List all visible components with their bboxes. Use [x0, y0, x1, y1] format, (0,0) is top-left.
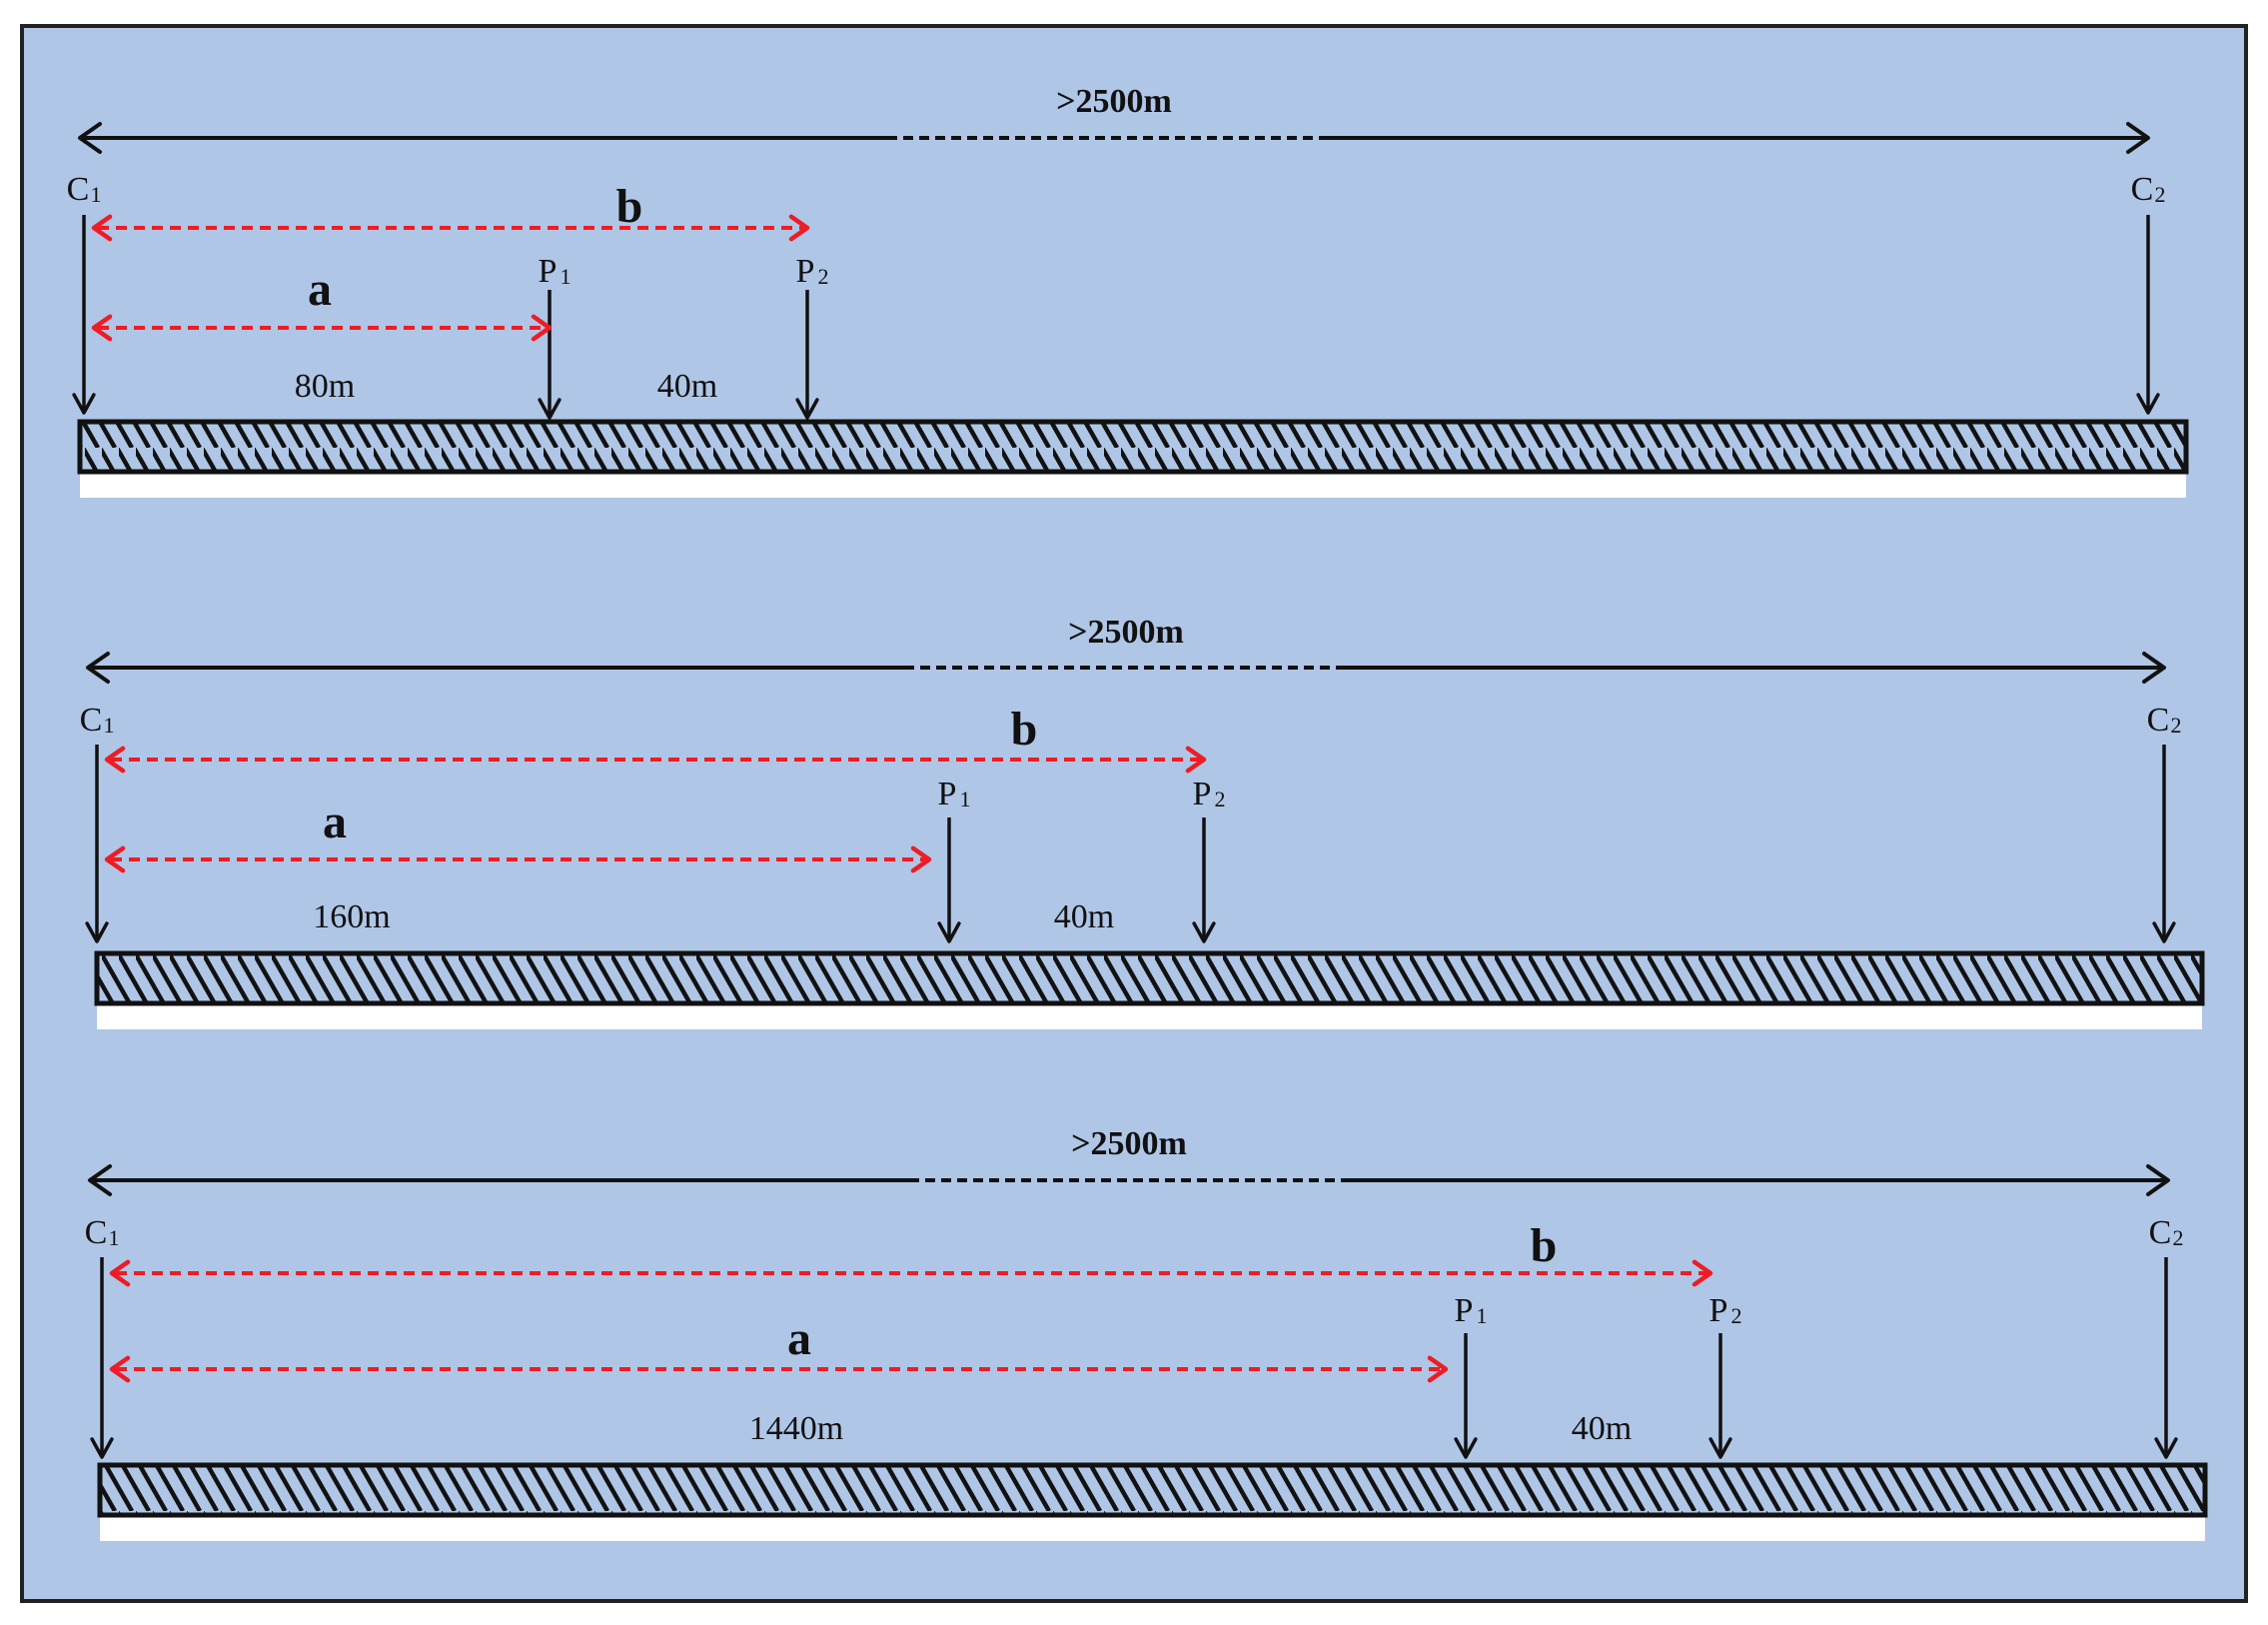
p2-label-letter: P [1193, 776, 1212, 812]
distance-a-label: 1440m [749, 1410, 843, 1447]
p2-label-subscript: 2 [1731, 1303, 1742, 1328]
a-label: a [323, 796, 347, 848]
p1-label-subscript: 1 [1477, 1303, 1488, 1328]
span-label: >2500m [1056, 83, 1172, 120]
a-arrowhead-left [91, 314, 113, 342]
b-arrowhead-right [1185, 746, 1207, 774]
a-arrowhead-right [531, 314, 553, 342]
ground-base-strip [100, 1515, 2205, 1541]
c1-arrowhead [85, 921, 109, 943]
c2-arrowhead [2152, 921, 2176, 943]
c2-arrowhead [2136, 393, 2160, 415]
span-label: >2500m [1071, 1125, 1187, 1162]
c1-label-letter: C [67, 171, 90, 208]
c2-label-subscript: 2 [2155, 182, 2166, 207]
ground-base-strip [97, 1003, 2202, 1029]
span-arrowhead-right [2142, 652, 2166, 684]
p2-label-subscript: 2 [818, 264, 829, 289]
span-arrowhead-right [2146, 1164, 2170, 1196]
p1-label-letter: P [938, 776, 957, 812]
a-label: a [787, 1312, 811, 1365]
distance-p-label: 40m [657, 368, 717, 405]
ground-base-strip [80, 472, 2186, 498]
distance-p-label: 40m [1572, 1410, 1632, 1447]
diagram-background [20, 24, 2248, 1603]
p1-label-subscript: 1 [960, 787, 971, 812]
p1-label-letter: P [1455, 1292, 1474, 1329]
ground-hatched-bar [77, 419, 2189, 475]
p1-label-letter: P [539, 253, 558, 290]
ground-hatched-bar [94, 950, 2205, 1006]
b-arrowhead-left [104, 746, 126, 774]
c2-label-subscript: 2 [2171, 713, 2182, 738]
distance-a-label: 160m [313, 898, 390, 935]
span-arrowhead-left [86, 652, 110, 684]
p2-label-subscript: 2 [1215, 787, 1226, 812]
c1-label-subscript: 1 [104, 713, 115, 738]
p1-label-subscript: 1 [561, 264, 571, 289]
span-label: >2500m [1068, 614, 1184, 651]
p1-arrowhead [937, 921, 961, 943]
p2-arrowhead [1192, 921, 1216, 943]
p2-arrowhead [1708, 1437, 1732, 1459]
span-arrow [78, 122, 2150, 154]
p2-label-letter: P [1709, 1292, 1728, 1329]
c1-label-letter: C [80, 702, 103, 739]
p2-arrowhead [795, 398, 819, 420]
distance-a-label: 80m [295, 368, 355, 405]
p2-label-letter: P [796, 253, 815, 290]
b-label: b [1531, 1219, 1558, 1272]
c1-arrowhead [90, 1437, 114, 1459]
span-arrow [86, 652, 2166, 684]
c2-arrowhead [2154, 1437, 2178, 1459]
p1-arrowhead [1454, 1437, 1478, 1459]
distance-p-label: 40m [1054, 898, 1114, 935]
c2-label-letter: C [2147, 702, 2170, 739]
a-label: a [308, 263, 332, 316]
b-arrowhead-left [109, 1259, 131, 1287]
ground-hatched-bar [97, 1462, 2208, 1518]
c1-label-subscript: 1 [91, 182, 102, 207]
c1-label-subscript: 1 [109, 1225, 120, 1250]
a-arrowhead-right [1427, 1355, 1449, 1383]
span-arrowhead-right [2126, 122, 2150, 154]
c1-label-letter: C [85, 1214, 108, 1251]
b-label: b [1011, 703, 1038, 756]
a-arrowhead-left [104, 845, 126, 873]
p1-arrowhead [538, 398, 562, 420]
c2-label-letter: C [2131, 171, 2154, 208]
c2-label-letter: C [2149, 1214, 2172, 1251]
b-label: b [616, 180, 643, 233]
b-arrowhead-right [1692, 1259, 1713, 1287]
span-arrowhead-left [88, 1164, 112, 1196]
a-arrowhead-left [109, 1355, 131, 1383]
c1-arrowhead [72, 393, 96, 415]
c2-label-subscript: 2 [2173, 1225, 2184, 1250]
span-arrow [88, 1164, 2170, 1196]
a-arrowhead-right [910, 845, 932, 873]
b-arrowhead-right [788, 214, 810, 242]
span-arrowhead-left [78, 122, 102, 154]
b-arrowhead-left [91, 214, 113, 242]
